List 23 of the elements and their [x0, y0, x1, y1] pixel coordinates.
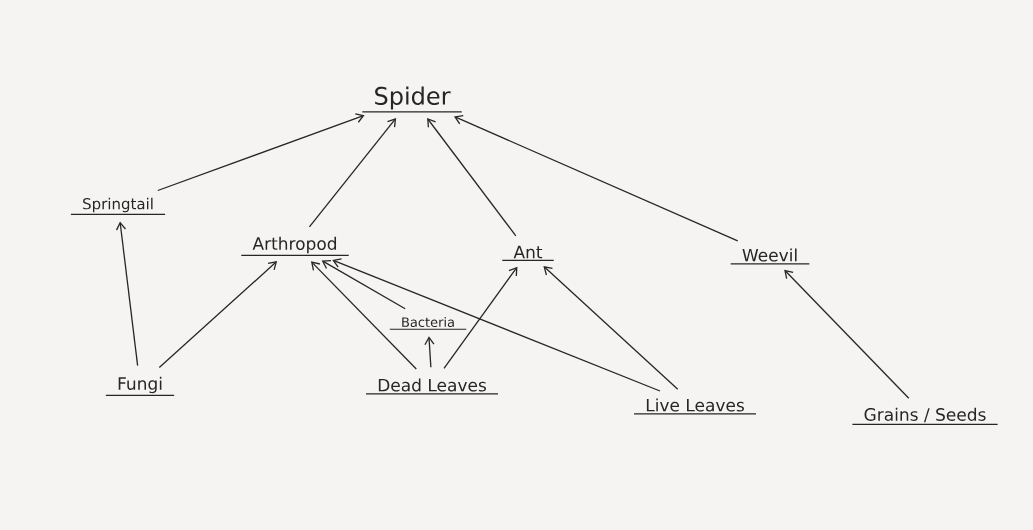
underlined-label: Fungi: [105, 376, 175, 397]
arrow: [310, 261, 417, 370]
underlined-label: Springtail: [70, 197, 166, 216]
arrow: [427, 118, 517, 237]
arrow: [321, 260, 406, 310]
arrow: [308, 117, 397, 228]
underlined-label: Dead Leaves: [365, 378, 499, 395]
arrow: [332, 258, 661, 392]
arrow: [424, 336, 435, 368]
underlined-label: Arthropod: [240, 236, 350, 257]
underlined-label: Spider: [361, 86, 463, 113]
underlined-label: Live Leaves: [633, 398, 757, 415]
arrow: [543, 266, 679, 390]
underlined-label: Ant: [501, 245, 555, 261]
underlined-label: Weevil: [730, 248, 810, 265]
arrow: [784, 269, 910, 399]
arrow: [157, 113, 365, 192]
arrow: [158, 261, 278, 369]
underlined-label: Bacteria: [389, 316, 467, 330]
arrow: [443, 266, 518, 369]
arrow: [453, 114, 739, 242]
underlined-label: Grains / Seeds: [851, 407, 999, 426]
arrow: [115, 221, 139, 367]
